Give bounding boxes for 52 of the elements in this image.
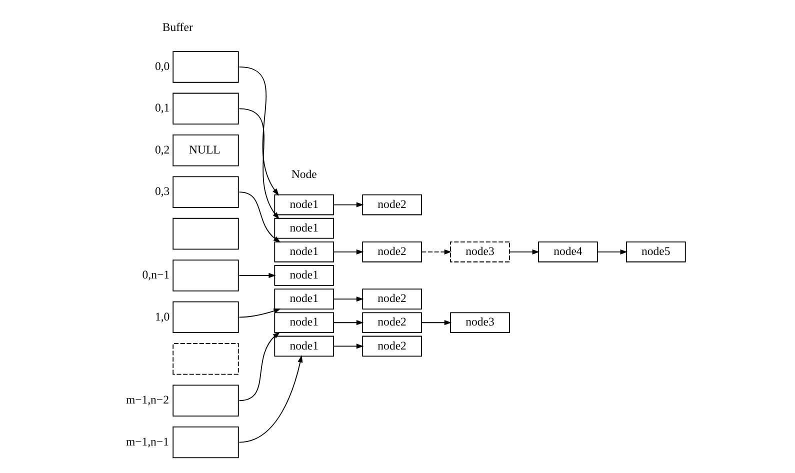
node-box [172, 218, 239, 250]
node-box [172, 260, 239, 292]
node-box: node2 [362, 288, 422, 310]
arrow [238, 355, 303, 443]
arrow [238, 272, 276, 278]
arrow [238, 332, 280, 402]
arrow [238, 308, 281, 318]
node-box: node2 [362, 194, 422, 216]
arrow [238, 66, 280, 196]
node-label: 0,0 [154, 60, 170, 74]
arrow [333, 202, 364, 208]
arrow [421, 320, 452, 326]
node-box: node4 [538, 241, 598, 262]
node-box: node2 [362, 336, 422, 357]
arrow [421, 249, 452, 254]
node-box [172, 301, 239, 334]
node-label: 0,1 [154, 102, 170, 115]
arrow [238, 192, 281, 243]
node-label: 0,2 [154, 143, 170, 156]
node-box: node1 [274, 288, 334, 310]
node-box: node1 [274, 265, 334, 286]
arrow [333, 249, 364, 254]
node-label: m−1,n−1 [126, 435, 169, 448]
arrow [333, 320, 364, 326]
node-box: node2 [362, 241, 422, 262]
node-box: node3 [450, 312, 510, 334]
label: Node [291, 168, 317, 181]
node-box [172, 426, 239, 458]
arrow [238, 108, 280, 220]
node-box: node1 [274, 312, 334, 334]
node-box: node3 [450, 241, 510, 262]
node-box [172, 343, 239, 375]
node-label: 0,3 [154, 185, 170, 198]
arrow [333, 296, 364, 302]
node-box [172, 176, 239, 208]
node-box: node1 [274, 241, 334, 262]
node-box [172, 384, 239, 416]
node-box: node1 [274, 218, 334, 239]
node-box: node5 [626, 241, 686, 262]
arrow [597, 249, 628, 254]
node-box [172, 51, 239, 83]
node-box: node1 [274, 194, 334, 216]
node-label: 1,0 [154, 310, 170, 324]
node-box [172, 92, 239, 125]
node-label: m−1,n−2 [126, 394, 169, 407]
node-box: node1 [274, 336, 334, 357]
node-box: node2 [362, 312, 422, 334]
arrow [333, 344, 364, 349]
arrow [509, 249, 540, 254]
node-label: 0,n−1 [142, 268, 170, 282]
label: Buffer [162, 21, 193, 34]
node-box: NULL [172, 134, 239, 166]
